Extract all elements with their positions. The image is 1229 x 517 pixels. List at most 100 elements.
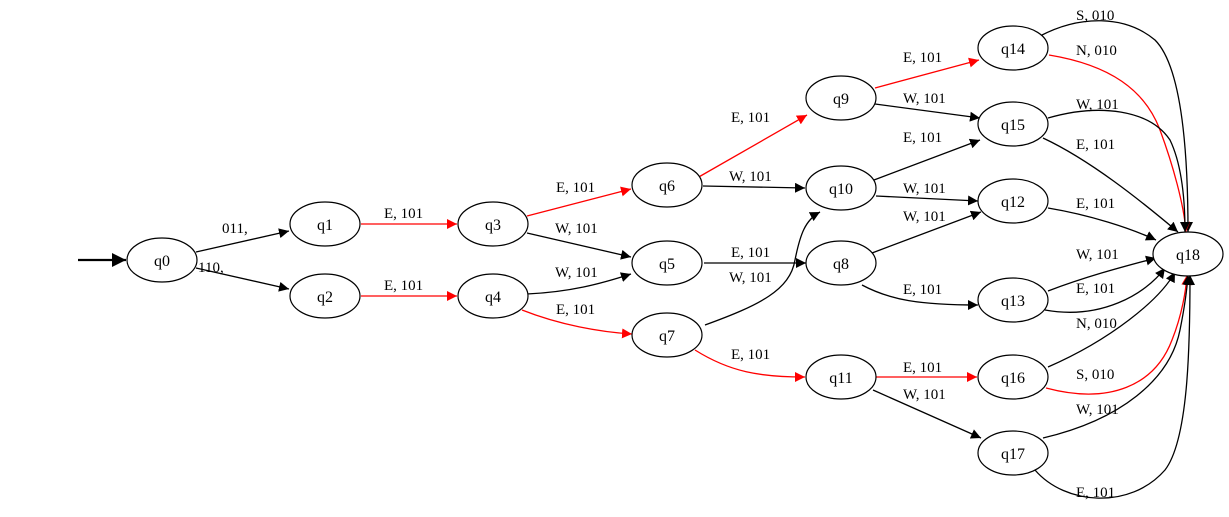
state-q16[interactable]: q16 bbox=[977, 354, 1049, 400]
edge-label-q5-q8: E, 101 bbox=[731, 245, 770, 261]
state-q11[interactable]: q11 bbox=[805, 354, 877, 400]
state-label: q0 bbox=[154, 253, 170, 270]
edge-q16-q18-s bbox=[1045, 274, 1192, 395]
state-label: q6 bbox=[659, 178, 675, 195]
edge-label-q13-q18-e: E, 101 bbox=[1076, 281, 1115, 297]
state-label: q10 bbox=[829, 181, 853, 198]
state-label: q12 bbox=[1001, 194, 1025, 211]
state-q12[interactable]: q12 bbox=[977, 178, 1049, 224]
edge-label-q12-q18: E, 101 bbox=[1076, 196, 1115, 212]
state-label: q1 bbox=[317, 217, 333, 234]
edge-q0-q2 bbox=[195, 267, 290, 292]
edge-q9-q14 bbox=[874, 57, 980, 89]
state-q7[interactable]: q7 bbox=[631, 312, 703, 358]
edge-label-q1-q3: E, 101 bbox=[384, 206, 423, 222]
state-q8[interactable]: q8 bbox=[805, 240, 877, 286]
edge-label-q16-q18-s: S, 010 bbox=[1076, 367, 1114, 383]
state-label: q18 bbox=[1176, 247, 1200, 264]
edge-label-q6-q9: E, 101 bbox=[731, 110, 770, 126]
edge-label-q11-q17: W, 101 bbox=[903, 387, 946, 403]
edge-q11-q17 bbox=[872, 389, 982, 439]
state-label: q16 bbox=[1001, 370, 1025, 387]
state-label: q13 bbox=[1001, 293, 1025, 310]
state-q0[interactable]: q0 bbox=[126, 237, 198, 283]
state-q9[interactable]: q9 bbox=[805, 75, 877, 121]
edge-label-q0-q1: 011, bbox=[222, 221, 248, 237]
edge-label-q6-q10: W, 101 bbox=[729, 169, 772, 185]
state-q15[interactable]: q15 bbox=[977, 101, 1049, 147]
state-label: q7 bbox=[659, 328, 675, 345]
state-q3[interactable]: q3 bbox=[457, 201, 529, 247]
edge-q6-q9 bbox=[696, 114, 808, 179]
state-q18[interactable]: q18 bbox=[1152, 231, 1224, 277]
edge-q14-q18-n bbox=[1048, 54, 1191, 233]
edge-label-q0-q2: 110, bbox=[198, 260, 224, 276]
edge-label-q8-q12: W, 101 bbox=[903, 209, 946, 225]
edge-label-q15-q18-w: W, 101 bbox=[1076, 97, 1119, 113]
edge-label-q16-q18-n: N, 010 bbox=[1076, 316, 1117, 332]
edge-label-q4-q5: W, 101 bbox=[555, 265, 598, 281]
edge-label-q4-q7: E, 101 bbox=[556, 302, 595, 318]
state-q10[interactable]: q10 bbox=[805, 165, 877, 211]
edge-q13-q18-e bbox=[1044, 267, 1166, 313]
state-label: q11 bbox=[829, 370, 852, 387]
edge-q8-q13 bbox=[861, 284, 979, 310]
edge-q17-q18-e bbox=[1034, 274, 1195, 499]
edge-q7-q11 bbox=[694, 349, 806, 382]
state-q14[interactable]: q14 bbox=[977, 25, 1049, 71]
edge-q4-q7 bbox=[521, 309, 633, 339]
edge-q8-q12 bbox=[871, 210, 982, 254]
edge-q7-q10 bbox=[704, 211, 821, 326]
state-label: q5 bbox=[659, 256, 675, 273]
state-q1[interactable]: q1 bbox=[289, 201, 361, 247]
edge-q15-q18-e bbox=[1042, 137, 1179, 233]
edge-label-q8-q13: E, 101 bbox=[903, 282, 942, 298]
edge-label-q9-q14: E, 101 bbox=[903, 50, 942, 66]
edge-label-q10-q15: E, 101 bbox=[903, 130, 942, 146]
edge-label-q10-q12: W, 101 bbox=[903, 181, 946, 197]
edge-q4-q5 bbox=[526, 272, 632, 295]
edge-label-q15-q18-e: E, 101 bbox=[1076, 137, 1115, 153]
edge-q16-q18-n bbox=[1047, 271, 1176, 368]
state-q6[interactable]: q6 bbox=[631, 162, 703, 208]
edge-q12-q18 bbox=[1047, 207, 1157, 241]
edge-q6-q10 bbox=[702, 182, 806, 193]
state-q4[interactable]: q4 bbox=[457, 273, 529, 319]
edge-q15-q18-w bbox=[1047, 109, 1190, 233]
state-q5[interactable]: q5 bbox=[631, 240, 703, 286]
edge-label-q13-q18-w: W, 101 bbox=[1076, 247, 1119, 263]
state-q2[interactable]: q2 bbox=[289, 273, 361, 319]
edge-q10-q12 bbox=[875, 195, 979, 206]
edge-q3-q6 bbox=[526, 186, 632, 217]
transitions: 011, 110, E, 101 E, 101 E, 101 W, 101 W,… bbox=[195, 8, 1195, 501]
edge-q0-q1 bbox=[195, 228, 290, 253]
edge-q3-q5 bbox=[526, 232, 632, 260]
state-q17[interactable]: q17 bbox=[977, 430, 1049, 476]
state-label: q4 bbox=[485, 289, 501, 306]
edge-label-q17-q18-w: W, 101 bbox=[1076, 402, 1119, 418]
states: q0 q1 q2 q3 q4 q5 q6 q7 q8 q9 q10 q11 q1… bbox=[126, 25, 1224, 476]
edge-label-q7-q11: E, 101 bbox=[731, 347, 770, 363]
state-label: q2 bbox=[317, 289, 333, 306]
edge-label-q14-q18-n: N, 010 bbox=[1076, 43, 1117, 59]
state-label: q3 bbox=[485, 217, 501, 234]
edge-label-q9-q15: W, 101 bbox=[903, 91, 946, 107]
edge-label-q3-q5: W, 101 bbox=[555, 221, 598, 237]
edge-label-q11-q16: E, 101 bbox=[903, 360, 942, 376]
edge-q14-q18-s bbox=[1039, 20, 1193, 233]
state-q13[interactable]: q13 bbox=[977, 277, 1049, 323]
edge-q9-q15 bbox=[874, 103, 981, 122]
edge-label-q3-q6: E, 101 bbox=[556, 180, 595, 196]
edge-q10-q15 bbox=[873, 138, 981, 181]
state-label: q17 bbox=[1001, 446, 1025, 463]
edge-label-q17-q18-e: E, 101 bbox=[1076, 485, 1115, 501]
edge-label-q2-q4: E, 101 bbox=[384, 278, 423, 294]
state-label: q8 bbox=[833, 256, 849, 273]
edge-q13-q18-w bbox=[1047, 255, 1157, 292]
state-label: q15 bbox=[1001, 117, 1025, 134]
edge-label-q7-q10: W, 101 bbox=[729, 270, 772, 286]
edge-label-q14-q18-s: S, 010 bbox=[1076, 8, 1114, 24]
state-label: q9 bbox=[833, 91, 849, 108]
state-label: q14 bbox=[1001, 41, 1025, 58]
